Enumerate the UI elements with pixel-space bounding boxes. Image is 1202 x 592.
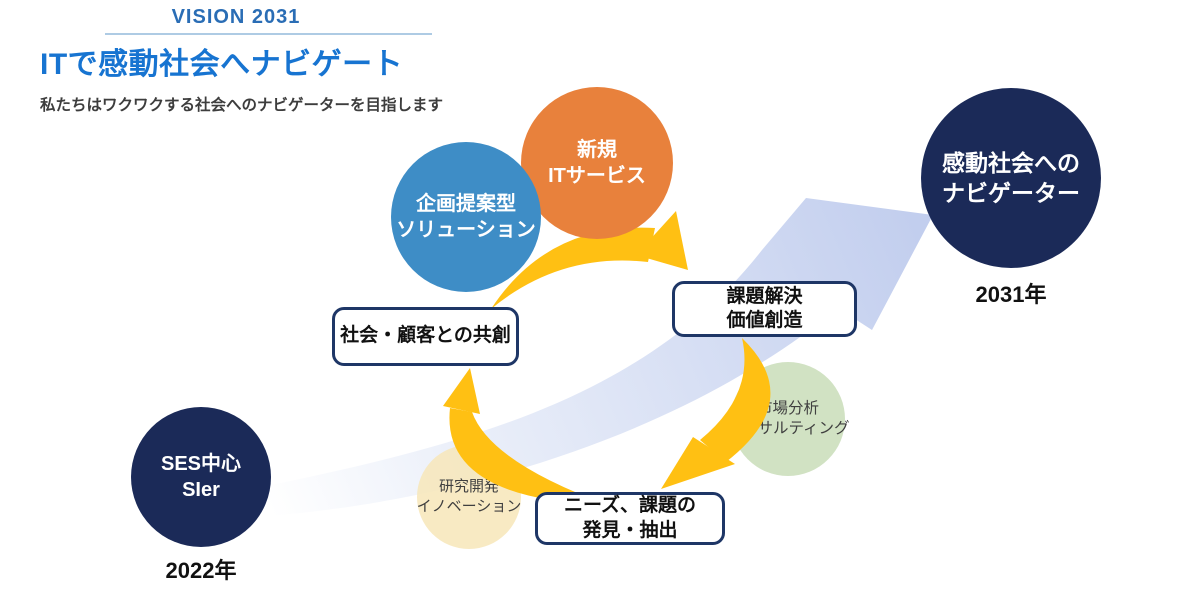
- bubble-new-it-service: 新規 ITサービス: [521, 87, 673, 239]
- process-box-problem-solving: 課題解決 価値創造: [672, 281, 857, 337]
- process-needs-line1: ニーズ、課題の: [563, 495, 697, 517]
- bubble-market-line1: 市場分析: [756, 399, 819, 417]
- bubble-new-it-service-line1: 新規: [577, 138, 617, 161]
- cycle-arrow-right-head-icon: [661, 437, 735, 489]
- header: VISION 2031 ITで感動社会へナビゲート 私たちはワクワクする社会への…: [40, 6, 444, 115]
- bubble-planning-solution: 企画提案型 ソリューション: [391, 142, 541, 292]
- process-problem-solving-line1: 課題解決: [726, 285, 803, 307]
- header-rule: [105, 33, 432, 35]
- process-box-co-creation: 社会・顧客との共創: [332, 307, 519, 366]
- start-circle-line2: SIer: [182, 479, 220, 501]
- start-circle-2022: SES中心 SIer: [131, 407, 271, 547]
- bubble-new-it-service-line2: ITサービス: [548, 165, 646, 187]
- goal-circle-2031: 感動社会への ナビゲーター: [921, 88, 1101, 268]
- goal-year-label: 2031年: [975, 282, 1047, 307]
- page-subtitle: 私たちはワクワクする社会へのナビゲーターを目指します: [40, 97, 444, 114]
- goal-circle-line1: 感動社会への: [942, 149, 1080, 176]
- goal-circle-line2: ナビゲーター: [942, 180, 1080, 206]
- page-title: ITで感動社会へナビゲート: [40, 48, 404, 81]
- cycle-arrow-left-head-icon: [443, 368, 480, 414]
- bubble-planning-line2: ソリューション: [396, 219, 536, 241]
- bubble-rnd-innovation: 研究開発 イノベーション: [417, 445, 521, 549]
- bubble-rnd-line1: 研究開発: [438, 478, 499, 496]
- start-year-label: 2022年: [165, 558, 237, 583]
- process-problem-solving-line2: 価値創造: [726, 310, 803, 331]
- start-circle-line1: SES中心: [160, 452, 242, 475]
- vision-eyebrow: VISION 2031: [171, 6, 301, 28]
- bubble-market-line2: コンサルティング: [726, 420, 850, 437]
- process-co-creation-line1: 社会・顧客との共創: [340, 325, 511, 347]
- bubble-rnd-line2: イノベーション: [416, 498, 522, 515]
- bubble-market-consulting: 市場分析 コンサルティング: [726, 362, 850, 476]
- process-needs-line2: 発見・抽出: [582, 519, 678, 541]
- bubble-planning-line1: 企画提案型: [416, 192, 516, 215]
- process-box-needs-discovery: ニーズ、課題の 発見・抽出: [535, 492, 725, 545]
